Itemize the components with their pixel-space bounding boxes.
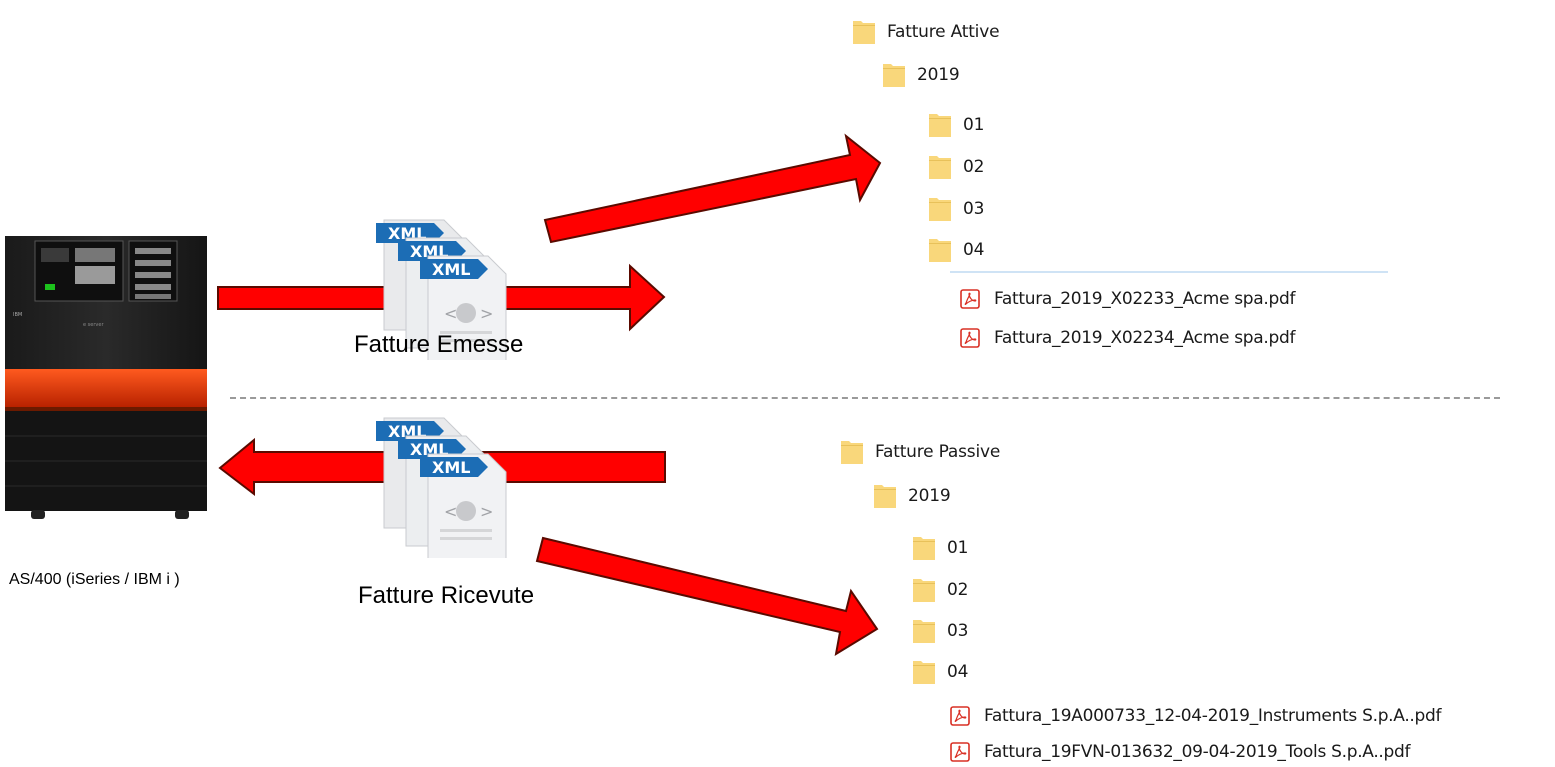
folder-attive-2019[interactable]: 2019 bbox=[882, 61, 960, 89]
label-fatture-emesse: Fatture Emesse bbox=[354, 331, 524, 358]
pdf-file-icon bbox=[950, 742, 970, 762]
file-label: Fattura_19A000733_12-04-2019_Instruments… bbox=[984, 706, 1442, 726]
xml-label: XML bbox=[432, 458, 470, 477]
folder-label: 03 bbox=[947, 621, 969, 641]
xml-stack-emesse: XML XML XML < > bbox=[376, 219, 507, 360]
folder-icon bbox=[840, 439, 864, 465]
file-attive-2[interactable]: Fattura_2019_X02234_Acme spa.pdf bbox=[960, 325, 1295, 351]
folder-icon bbox=[928, 154, 952, 180]
folder-passive-03[interactable]: 03 bbox=[912, 617, 968, 645]
arrow-emesse-to-attive bbox=[543, 133, 882, 244]
svg-text:IBM: IBM bbox=[13, 312, 22, 318]
folder-attive-01[interactable]: 01 bbox=[928, 111, 984, 139]
folder-attive-02[interactable]: 02 bbox=[928, 153, 984, 181]
selection-line bbox=[950, 271, 1388, 273]
svg-text:<: < bbox=[444, 304, 457, 323]
arrow-passive-to-ricevute bbox=[535, 536, 879, 657]
folder-icon bbox=[873, 483, 897, 509]
file-passive-2[interactable]: Fattura_19FVN-013632_09-04-2019_Tools S.… bbox=[950, 739, 1411, 765]
folder-icon bbox=[882, 62, 906, 88]
xml-label: XML bbox=[432, 260, 470, 279]
file-label: Fattura_19FVN-013632_09-04-2019_Tools S.… bbox=[984, 742, 1411, 762]
file-passive-1[interactable]: Fattura_19A000733_12-04-2019_Instruments… bbox=[950, 703, 1442, 729]
folder-icon bbox=[928, 196, 952, 222]
folder-passive-02[interactable]: 02 bbox=[912, 576, 968, 604]
pdf-file-icon bbox=[960, 289, 980, 309]
folder-icon bbox=[852, 19, 876, 45]
ibm-server-icon: IBM e server bbox=[5, 236, 207, 519]
pdf-file-icon bbox=[960, 328, 980, 348]
svg-text:>: > bbox=[480, 502, 493, 521]
folder-icon bbox=[928, 112, 952, 138]
folder-passive-01[interactable]: 01 bbox=[912, 534, 968, 562]
folder-label: Fatture Attive bbox=[887, 22, 1000, 42]
folder-label: 01 bbox=[947, 538, 969, 558]
folder-fatture-attive[interactable]: Fatture Attive bbox=[852, 18, 1000, 46]
folder-label: 01 bbox=[963, 115, 985, 135]
folder-icon bbox=[912, 618, 936, 644]
folder-icon bbox=[912, 535, 936, 561]
folder-label: 03 bbox=[963, 199, 985, 219]
svg-text:e server: e server bbox=[83, 322, 104, 328]
folder-label: 02 bbox=[947, 580, 969, 600]
pdf-file-icon bbox=[950, 706, 970, 726]
folder-label: 04 bbox=[963, 240, 985, 260]
server-caption: AS/400 (iSeries / IBM i ) bbox=[9, 571, 180, 588]
folder-label: Fatture Passive bbox=[875, 442, 1001, 462]
label-fatture-ricevute: Fatture Ricevute bbox=[358, 582, 535, 609]
svg-text:<: < bbox=[444, 502, 457, 521]
folder-label: 2019 bbox=[917, 65, 960, 85]
file-label: Fattura_2019_X02234_Acme spa.pdf bbox=[994, 328, 1296, 348]
xml-stack-ricevute: XML XML XML < > bbox=[376, 417, 507, 558]
folder-icon bbox=[928, 237, 952, 263]
folder-label: 2019 bbox=[908, 486, 951, 506]
section-divider bbox=[230, 397, 1500, 399]
svg-text:>: > bbox=[480, 304, 493, 323]
folder-passive-2019[interactable]: 2019 bbox=[873, 482, 951, 510]
file-attive-1[interactable]: Fattura_2019_X02233_Acme spa.pdf bbox=[960, 286, 1295, 312]
folder-icon bbox=[912, 659, 936, 685]
folder-fatture-passive[interactable]: Fatture Passive bbox=[840, 438, 1000, 466]
file-label: Fattura_2019_X02233_Acme spa.pdf bbox=[994, 289, 1296, 309]
folder-label: 02 bbox=[963, 157, 985, 177]
folder-attive-03[interactable]: 03 bbox=[928, 195, 984, 223]
folder-attive-04[interactable]: 04 bbox=[928, 236, 984, 264]
folder-passive-04[interactable]: 04 bbox=[912, 658, 968, 686]
folder-label: 04 bbox=[947, 662, 969, 682]
folder-icon bbox=[912, 577, 936, 603]
